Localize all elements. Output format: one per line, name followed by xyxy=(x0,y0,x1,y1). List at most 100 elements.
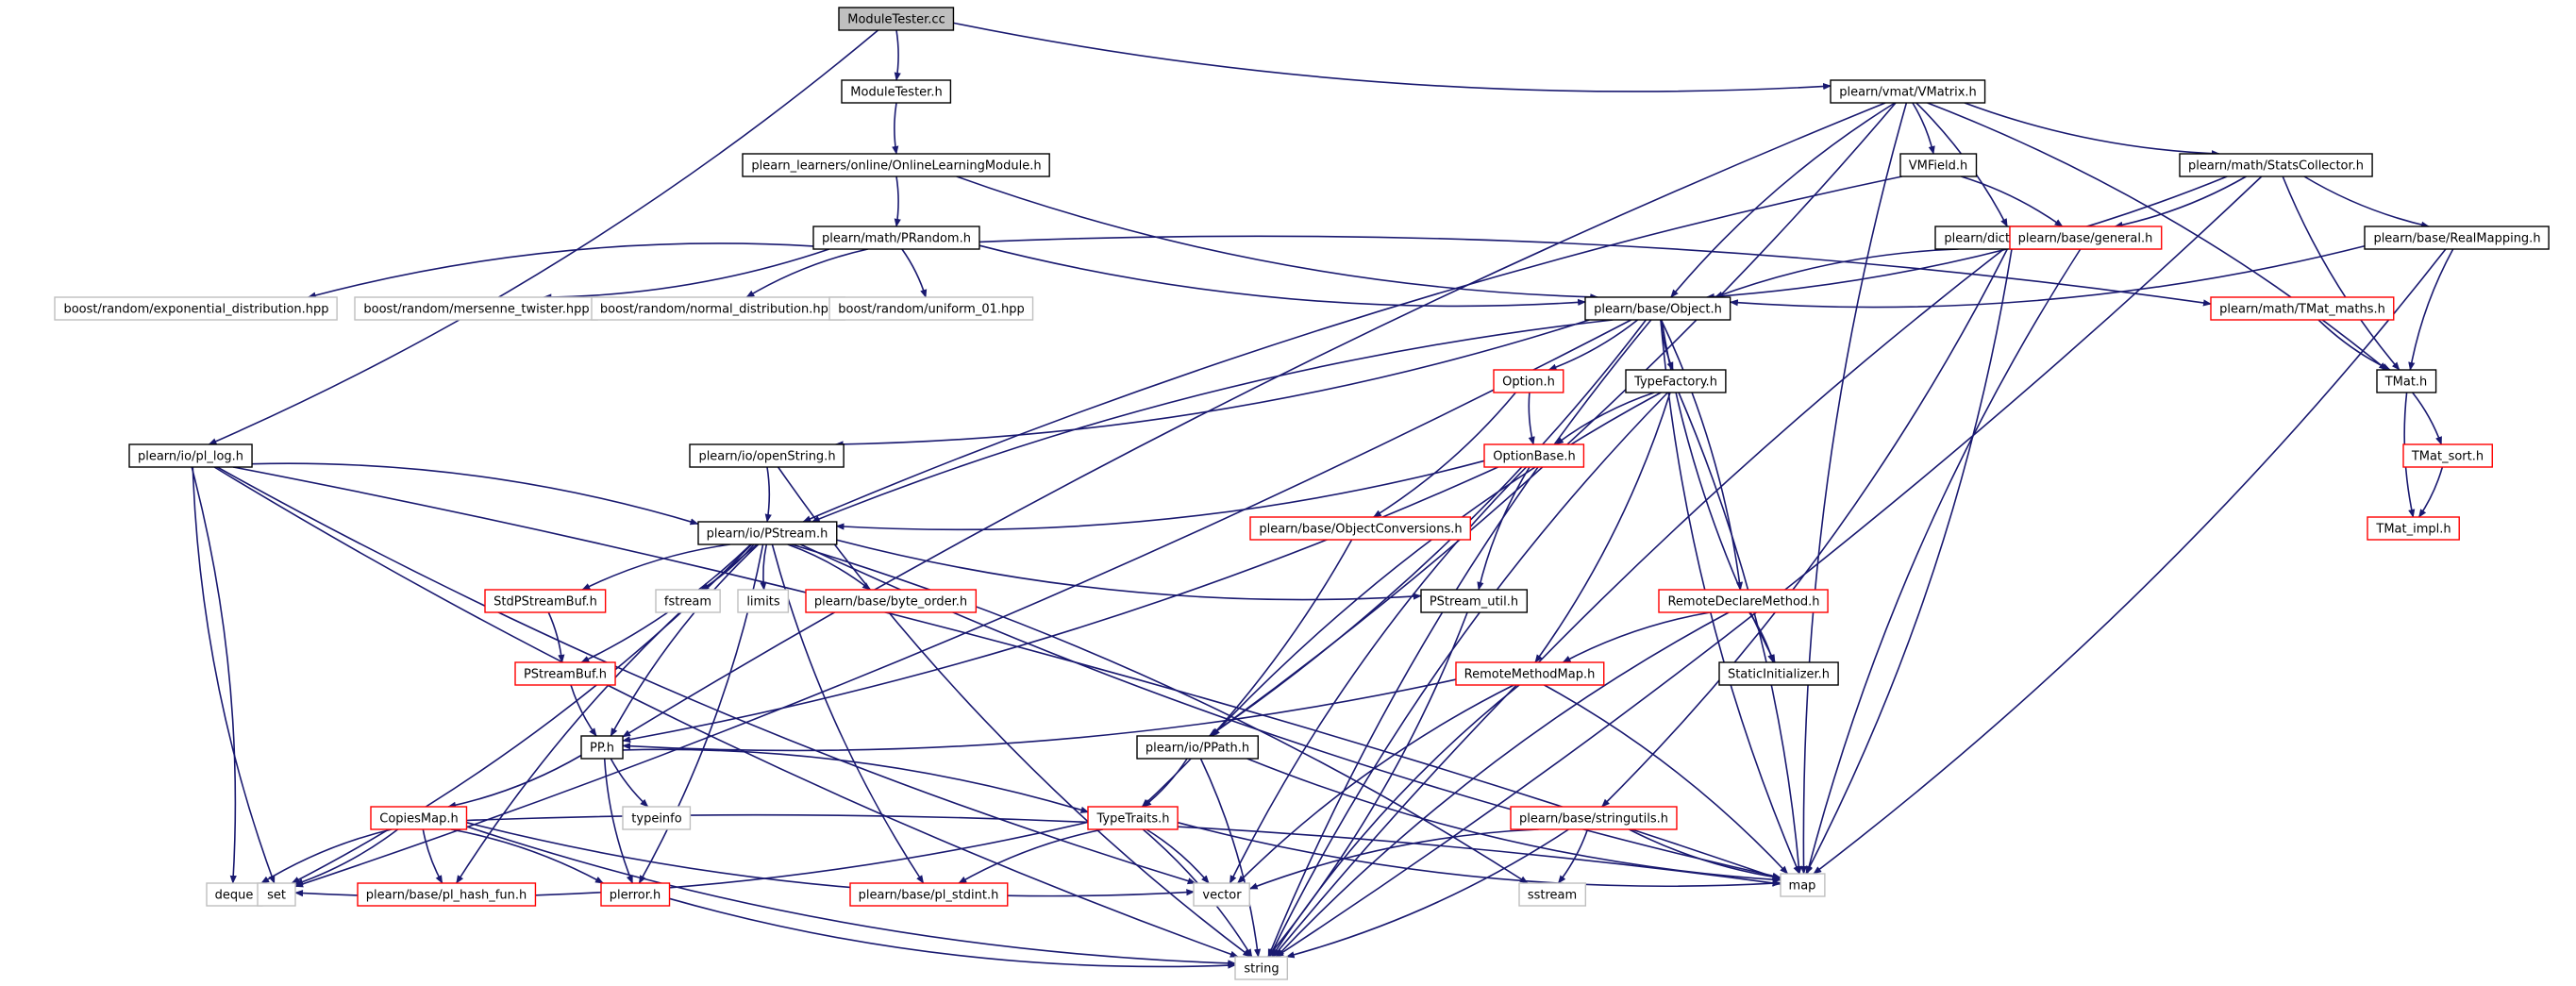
node-box xyxy=(742,153,1050,177)
node-vmatrix[interactable]: plearn/vmat/VMatrix.h xyxy=(1830,79,1986,104)
node-label: limits xyxy=(746,595,780,610)
node-label: boost/random/uniform_01.hpp xyxy=(838,303,1025,317)
edge-pp-to-plerror xyxy=(603,758,634,884)
edge-pl-log-to-pstream xyxy=(251,462,699,526)
edge-copiesmap-to-deque xyxy=(260,828,393,884)
node-box xyxy=(357,882,537,907)
edge-optionbase-to-pstream xyxy=(835,460,1485,531)
edge-onlinelearning-to-object xyxy=(956,175,1599,301)
node-typefactory[interactable]: TypeFactory.h xyxy=(1625,369,1727,393)
node-label: plearn/io/PPath.h xyxy=(1146,742,1249,756)
node-option[interactable]: Option.h xyxy=(1493,369,1564,393)
edge-copiesmap-to-set xyxy=(294,828,399,886)
node-label: VMField.h xyxy=(1909,159,1968,174)
edge-pstream-to-pstream-util xyxy=(836,539,1422,601)
node-copiesmap[interactable]: CopiesMap.h xyxy=(370,806,468,830)
node-label: RemoteDeclareMethod.h xyxy=(1667,595,1819,610)
node-plerror[interactable]: plerror.h xyxy=(600,882,671,907)
node-moduletester-cc[interactable]: ModuleTester.cc xyxy=(838,7,955,31)
node-box xyxy=(1249,516,1472,541)
node-tmat-sort[interactable]: TMat_sort.h xyxy=(2402,443,2493,468)
edge-typetraits-to-pl-stdint xyxy=(958,828,1104,884)
node-general[interactable]: plearn/base/general.h xyxy=(2009,226,2163,250)
node-typetraits[interactable]: TypeTraits.h xyxy=(1087,806,1179,830)
node-label: ModuleTester.h xyxy=(850,86,942,100)
node-ppath[interactable]: plearn/io/PPath.h xyxy=(1136,735,1259,760)
node-moduletester-h[interactable]: ModuleTester.h xyxy=(841,79,952,104)
edge-pl-log-to-set xyxy=(192,466,276,884)
edge-option-to-optionbase xyxy=(1528,392,1535,445)
edge-remotedeclare-to-remotemethodmap xyxy=(1562,611,1711,663)
node-objconv[interactable]: plearn/base/ObjectConversions.h xyxy=(1249,516,1472,541)
node-realmapping[interactable]: plearn/base/RealMapping.h xyxy=(2364,226,2550,250)
node-label: TypeFactory.h xyxy=(1633,376,1717,390)
edge-copiesmap-to-string xyxy=(466,826,1237,967)
edge-remotemethodmap-to-pp xyxy=(622,678,1456,752)
node-pl-hash-fun[interactable]: plearn/base/pl_hash_fun.h xyxy=(357,882,537,907)
edge-moduletester-cc-to-pl-log xyxy=(208,29,879,445)
edge-pl-log-to-string xyxy=(213,466,1239,958)
edge-vmatrix-to-statscollector xyxy=(1964,102,2220,158)
node-openstring[interactable]: plearn/io/openString.h xyxy=(689,443,845,468)
edge-pstream-util-to-string xyxy=(1267,611,1468,958)
node-pstream[interactable]: plearn/io/PStream.h xyxy=(697,521,838,545)
node-stdpstreambuf[interactable]: StdPStreamBuf.h xyxy=(484,589,607,613)
edge-typefactory-to-remotemethodmap xyxy=(1534,392,1671,663)
edge-vmatrix-to-tmat xyxy=(1927,102,2388,371)
node-label: map xyxy=(1789,879,1816,894)
edge-pstreambuf-to-pp xyxy=(570,684,597,737)
edge-typefactory-to-string xyxy=(1268,392,1669,958)
node-label: boost/random/mersenne_twister.hpp xyxy=(363,303,589,317)
node-optionbase[interactable]: OptionBase.h xyxy=(1483,443,1585,468)
node-tmat-impl[interactable]: TMat_impl.h xyxy=(2367,516,2460,541)
node-pl-log[interactable]: plearn/io/pl_log.h xyxy=(128,443,253,468)
edge-statscollector-to-tmat xyxy=(2282,175,2400,371)
edge-prandom-to-exp-dist xyxy=(307,242,814,299)
node-staticinit[interactable]: StaticInitializer.h xyxy=(1718,661,1839,686)
edge-openstring-to-string xyxy=(777,466,1252,958)
edge-pstream-to-fstream xyxy=(700,543,755,591)
node-pstream-util[interactable]: PStream_util.h xyxy=(1420,589,1529,613)
node-label: plerror.h xyxy=(610,889,661,903)
node-label: deque xyxy=(215,889,254,903)
edge-typetraits-to-vector xyxy=(1146,828,1210,884)
node-label: plearn/math/TMat_maths.h xyxy=(2219,303,2385,317)
node-label: set xyxy=(267,889,286,903)
node-statscollector[interactable]: plearn/math/StatsCollector.h xyxy=(2179,153,2373,177)
node-prandom[interactable]: plearn/math/PRandom.h xyxy=(812,226,980,250)
node-tmat[interactable]: TMat.h xyxy=(2376,369,2437,393)
node-box xyxy=(2376,369,2437,393)
node-vmfield[interactable]: VMField.h xyxy=(1899,153,1978,177)
node-onlinelearning[interactable]: plearn_learners/online/OnlineLearningMod… xyxy=(742,153,1050,177)
node-limits: limits xyxy=(737,589,790,613)
node-label: sstream xyxy=(1528,889,1577,903)
edge-object-to-string xyxy=(1267,319,1652,958)
edge-ppath-to-typetraits xyxy=(1143,758,1188,808)
node-box xyxy=(689,443,845,468)
node-remotemethodmap[interactable]: RemoteMethodMap.h xyxy=(1455,661,1605,686)
node-box xyxy=(1780,873,1826,897)
edge-prandom-to-uniform01 xyxy=(901,248,928,298)
node-pp[interactable]: PP.h xyxy=(580,735,624,760)
node-object[interactable]: plearn/base/Object.h xyxy=(1584,296,1731,321)
node-tmat-maths[interactable]: plearn/math/TMat_maths.h xyxy=(2210,296,2395,321)
node-box xyxy=(1518,882,1587,907)
node-label: Option.h xyxy=(1502,376,1555,390)
edge-realmapping-to-map xyxy=(1813,248,2447,875)
node-label: plearn/base/general.h xyxy=(2018,232,2153,246)
node-label: CopiesMap.h xyxy=(379,812,458,827)
edge-pstream-to-limits xyxy=(760,543,768,591)
node-label: plearn/base/RealMapping.h xyxy=(2373,232,2540,246)
node-pl-stdint[interactable]: plearn/base/pl_stdint.h xyxy=(849,882,1009,907)
node-label: OptionBase.h xyxy=(1493,450,1575,464)
node-typeinfo: typeinfo xyxy=(622,806,692,830)
node-box xyxy=(2009,226,2163,250)
node-box xyxy=(1087,806,1179,830)
edge-object-to-set xyxy=(294,319,1632,888)
node-pstreambuf[interactable]: PStreamBuf.h xyxy=(514,661,616,686)
edge-stringutils-to-sstream xyxy=(1557,828,1589,884)
node-byte-order[interactable]: plearn/base/byte_order.h xyxy=(805,589,978,613)
node-box xyxy=(1658,589,1829,613)
node-remotedeclare[interactable]: RemoteDeclareMethod.h xyxy=(1658,589,1829,613)
node-stringutils[interactable]: plearn/base/stringutils.h xyxy=(1510,806,1678,830)
